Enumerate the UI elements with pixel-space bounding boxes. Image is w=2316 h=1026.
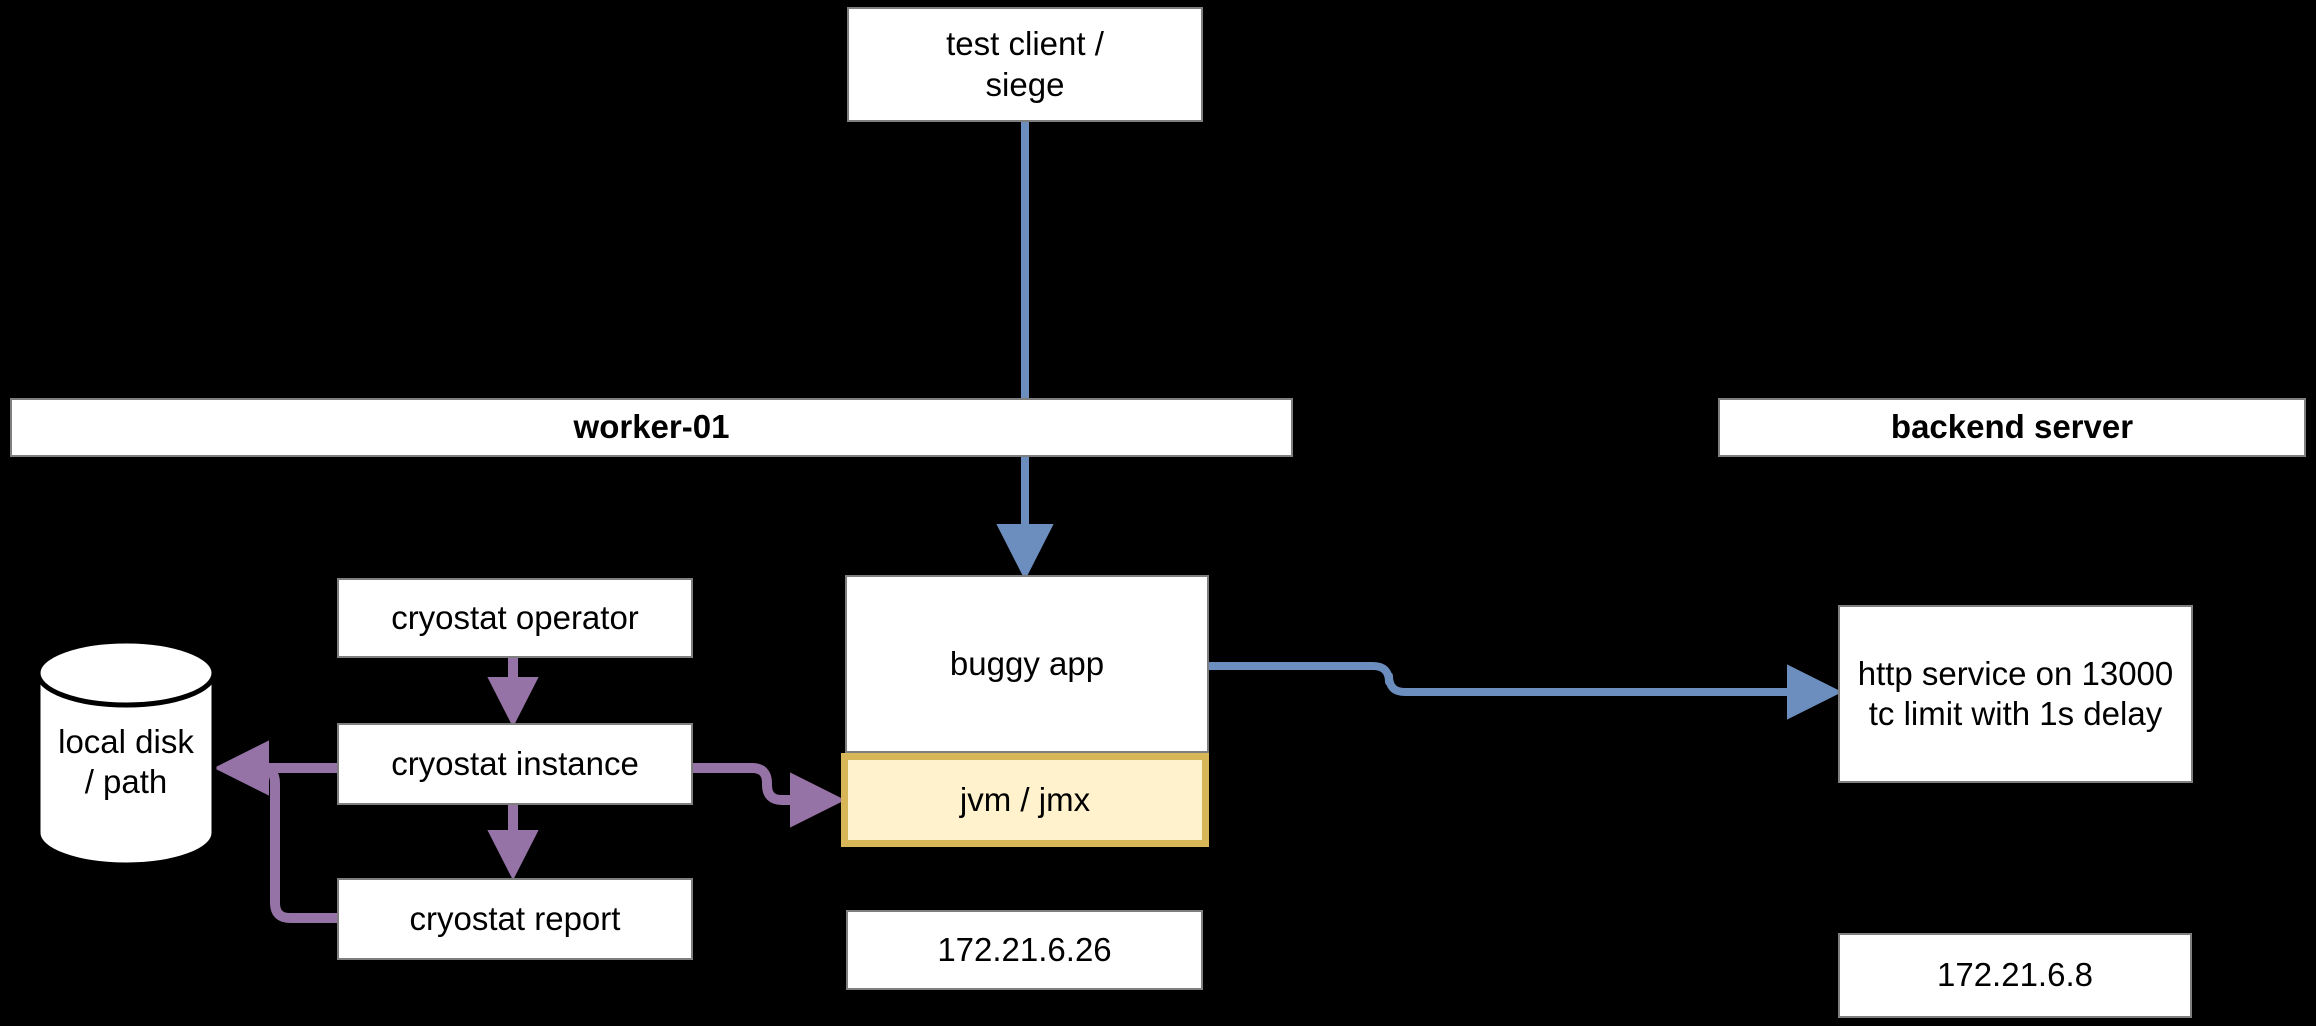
node-cryostat-instance[interactable]: cryostat instance: [337, 723, 693, 805]
node-http-service[interactable]: http service on 13000 tc limit with 1s d…: [1838, 605, 2193, 783]
node-jvm-jmx[interactable]: jvm / jmx: [841, 753, 1209, 847]
swimlane-header-backend: backend server: [1718, 398, 2306, 457]
node-test-client[interactable]: test client / siege: [847, 7, 1203, 122]
node-backend-ip: 172.21.6.8: [1838, 933, 2192, 1018]
swimlane-header-worker: worker-01: [10, 398, 1293, 457]
edge-instance-to-jvm: [693, 763, 846, 828]
cylinder-shape: [35, 638, 217, 868]
edge-client-to-app: [996, 122, 1054, 581]
edge-instance-to-disk: [213, 740, 337, 796]
node-local-disk-label: local disk / path: [58, 722, 194, 800]
node-cryostat-operator[interactable]: cryostat operator: [337, 578, 693, 658]
edge-report-to-disk: [255, 763, 337, 923]
node-cryostat-report[interactable]: cryostat report: [337, 878, 693, 960]
edge-instance-to-report: [487, 805, 539, 881]
node-buggy-app-ip: 172.21.6.26: [846, 910, 1203, 990]
edge-app-to-http: [1209, 662, 1843, 720]
edge-operator-to-instance: [487, 658, 539, 728]
node-local-disk[interactable]: local disk / path: [35, 638, 217, 868]
node-buggy-app[interactable]: buggy app: [845, 575, 1209, 753]
